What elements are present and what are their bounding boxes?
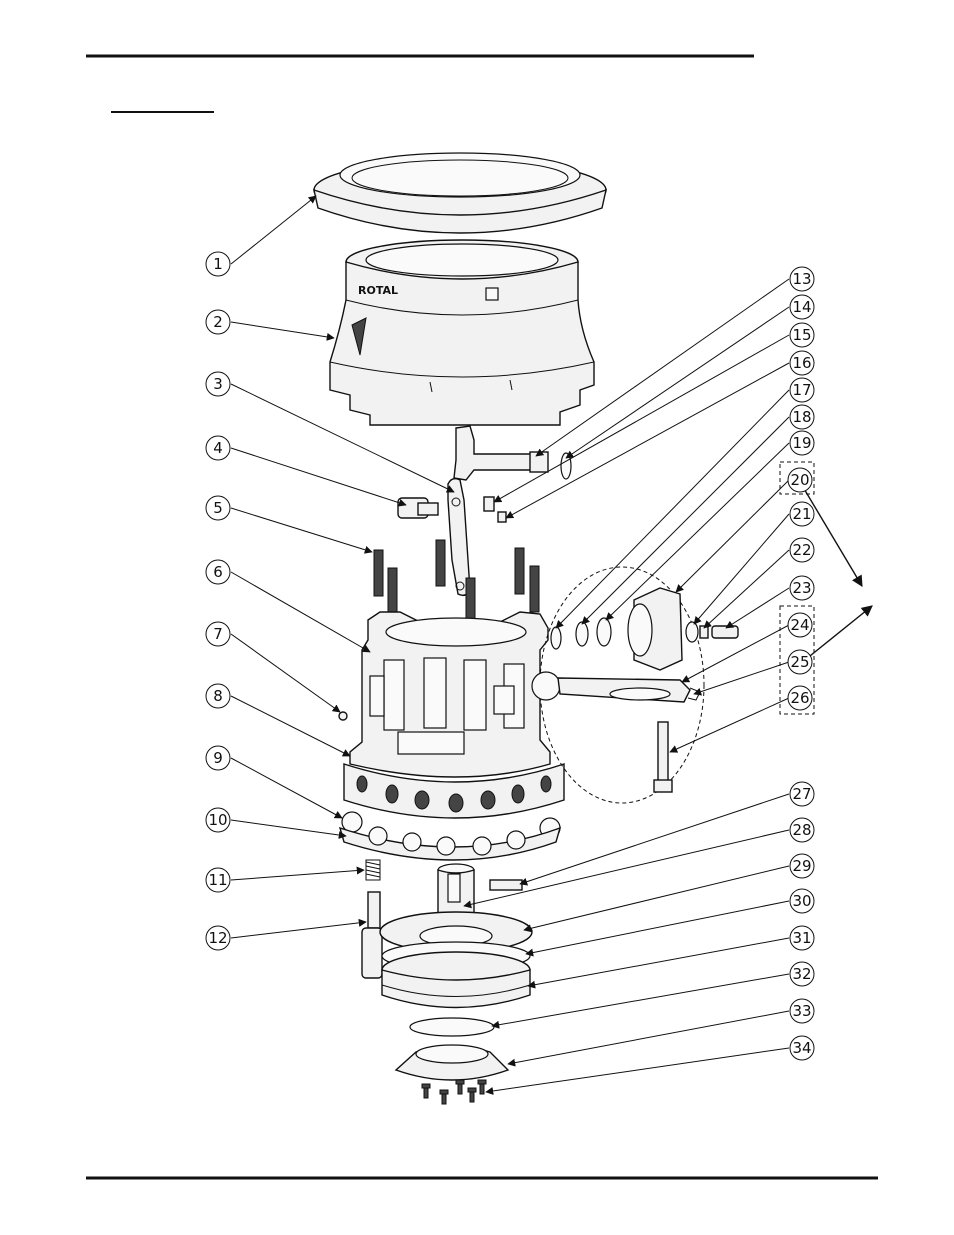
part-main-body bbox=[350, 612, 550, 777]
part-key bbox=[490, 880, 522, 890]
callout-number: 10 bbox=[208, 811, 227, 829]
callout-number: 23 bbox=[792, 579, 811, 597]
callout-number: 34 bbox=[792, 1039, 811, 1057]
callout-9: 9 bbox=[206, 746, 230, 770]
callout-number: 6 bbox=[213, 563, 223, 581]
callout-18: 18 bbox=[790, 405, 814, 429]
part-plunger bbox=[362, 892, 382, 978]
part-upper-housing: ROTAL bbox=[330, 240, 594, 425]
callout-number: 19 bbox=[792, 434, 811, 452]
callout-10: 10 bbox=[206, 808, 230, 832]
callout-number: 31 bbox=[792, 929, 811, 947]
part-o-ring bbox=[410, 1018, 494, 1036]
callout-number: 25 bbox=[790, 653, 809, 671]
callout-16: 16 bbox=[790, 351, 814, 375]
part-spring bbox=[366, 860, 380, 880]
callout-34: 34 bbox=[790, 1036, 814, 1060]
callout-8: 8 bbox=[206, 684, 230, 708]
callout-7: 7 bbox=[206, 622, 230, 646]
callout-19: 19 bbox=[790, 431, 814, 455]
callout-number: 26 bbox=[790, 689, 809, 707]
svg-text:ROTAL: ROTAL bbox=[358, 284, 398, 297]
callout-number: 14 bbox=[792, 298, 811, 316]
callout-12: 12 bbox=[206, 926, 230, 950]
callout-number: 2 bbox=[213, 313, 223, 331]
callout-2: 2 bbox=[206, 310, 230, 334]
connector-arrow-down bbox=[800, 482, 862, 586]
callout-27: 27 bbox=[790, 782, 814, 806]
callout-number: 11 bbox=[208, 871, 227, 889]
part-screws bbox=[422, 1080, 486, 1104]
callout-29: 29 bbox=[790, 854, 814, 878]
callout-30: 30 bbox=[790, 889, 814, 913]
part-pulley bbox=[382, 952, 530, 1008]
callout-11: 11 bbox=[206, 868, 230, 892]
callout-14: 14 bbox=[790, 295, 814, 319]
callout-number: 27 bbox=[792, 785, 811, 803]
callout-15: 15 bbox=[790, 323, 814, 347]
callout-32: 32 bbox=[790, 962, 814, 986]
callout-20: 20 bbox=[788, 468, 812, 492]
callout-number: 16 bbox=[792, 354, 811, 372]
callout-number: 28 bbox=[792, 821, 811, 839]
callout-number: 29 bbox=[792, 857, 811, 875]
connector-arrow-up bbox=[800, 606, 872, 664]
part-pin bbox=[398, 498, 438, 518]
part-lower-ring bbox=[340, 827, 560, 860]
callout-number: 5 bbox=[213, 499, 223, 517]
callout-number: 3 bbox=[213, 375, 223, 393]
callout-number: 20 bbox=[790, 471, 809, 489]
callout-number: 7 bbox=[213, 625, 223, 643]
callout-6: 6 bbox=[206, 560, 230, 584]
part-small-ball bbox=[339, 712, 347, 720]
part-top-ring bbox=[314, 153, 606, 233]
callout-number: 4 bbox=[213, 439, 223, 457]
part-bottom-cover bbox=[396, 1045, 508, 1080]
callout-number: 32 bbox=[792, 965, 811, 983]
callout-31: 31 bbox=[790, 926, 814, 950]
callout-number: 8 bbox=[213, 687, 223, 705]
callout-25: 25 bbox=[788, 650, 812, 674]
callout-number: 9 bbox=[213, 749, 223, 767]
callout-number: 21 bbox=[792, 505, 811, 523]
callout-24: 24 bbox=[788, 613, 812, 637]
callout-number: 13 bbox=[792, 270, 811, 288]
callout-5: 5 bbox=[206, 496, 230, 520]
callout-number: 24 bbox=[790, 616, 809, 634]
callout-4: 4 bbox=[206, 436, 230, 460]
callout-13: 13 bbox=[790, 267, 814, 291]
callout-33: 33 bbox=[790, 999, 814, 1023]
callout-26: 26 bbox=[788, 686, 812, 710]
callout-number: 30 bbox=[792, 892, 811, 910]
callout-number: 12 bbox=[208, 929, 227, 947]
callout-21: 21 bbox=[790, 502, 814, 526]
callout-number: 17 bbox=[792, 381, 811, 399]
callout-23: 23 bbox=[790, 576, 814, 600]
part-handle-assembly bbox=[454, 426, 571, 522]
callout-number: 15 bbox=[792, 326, 811, 344]
callout-number: 22 bbox=[792, 541, 811, 559]
callout-28: 28 bbox=[790, 818, 814, 842]
callout-1: 1 bbox=[206, 252, 230, 276]
callout-3: 3 bbox=[206, 372, 230, 396]
callout-17: 17 bbox=[790, 378, 814, 402]
callout-number: 18 bbox=[792, 408, 811, 426]
callout-22: 22 bbox=[790, 538, 814, 562]
callout-number: 33 bbox=[792, 1002, 811, 1020]
callout-number: 1 bbox=[213, 255, 223, 273]
